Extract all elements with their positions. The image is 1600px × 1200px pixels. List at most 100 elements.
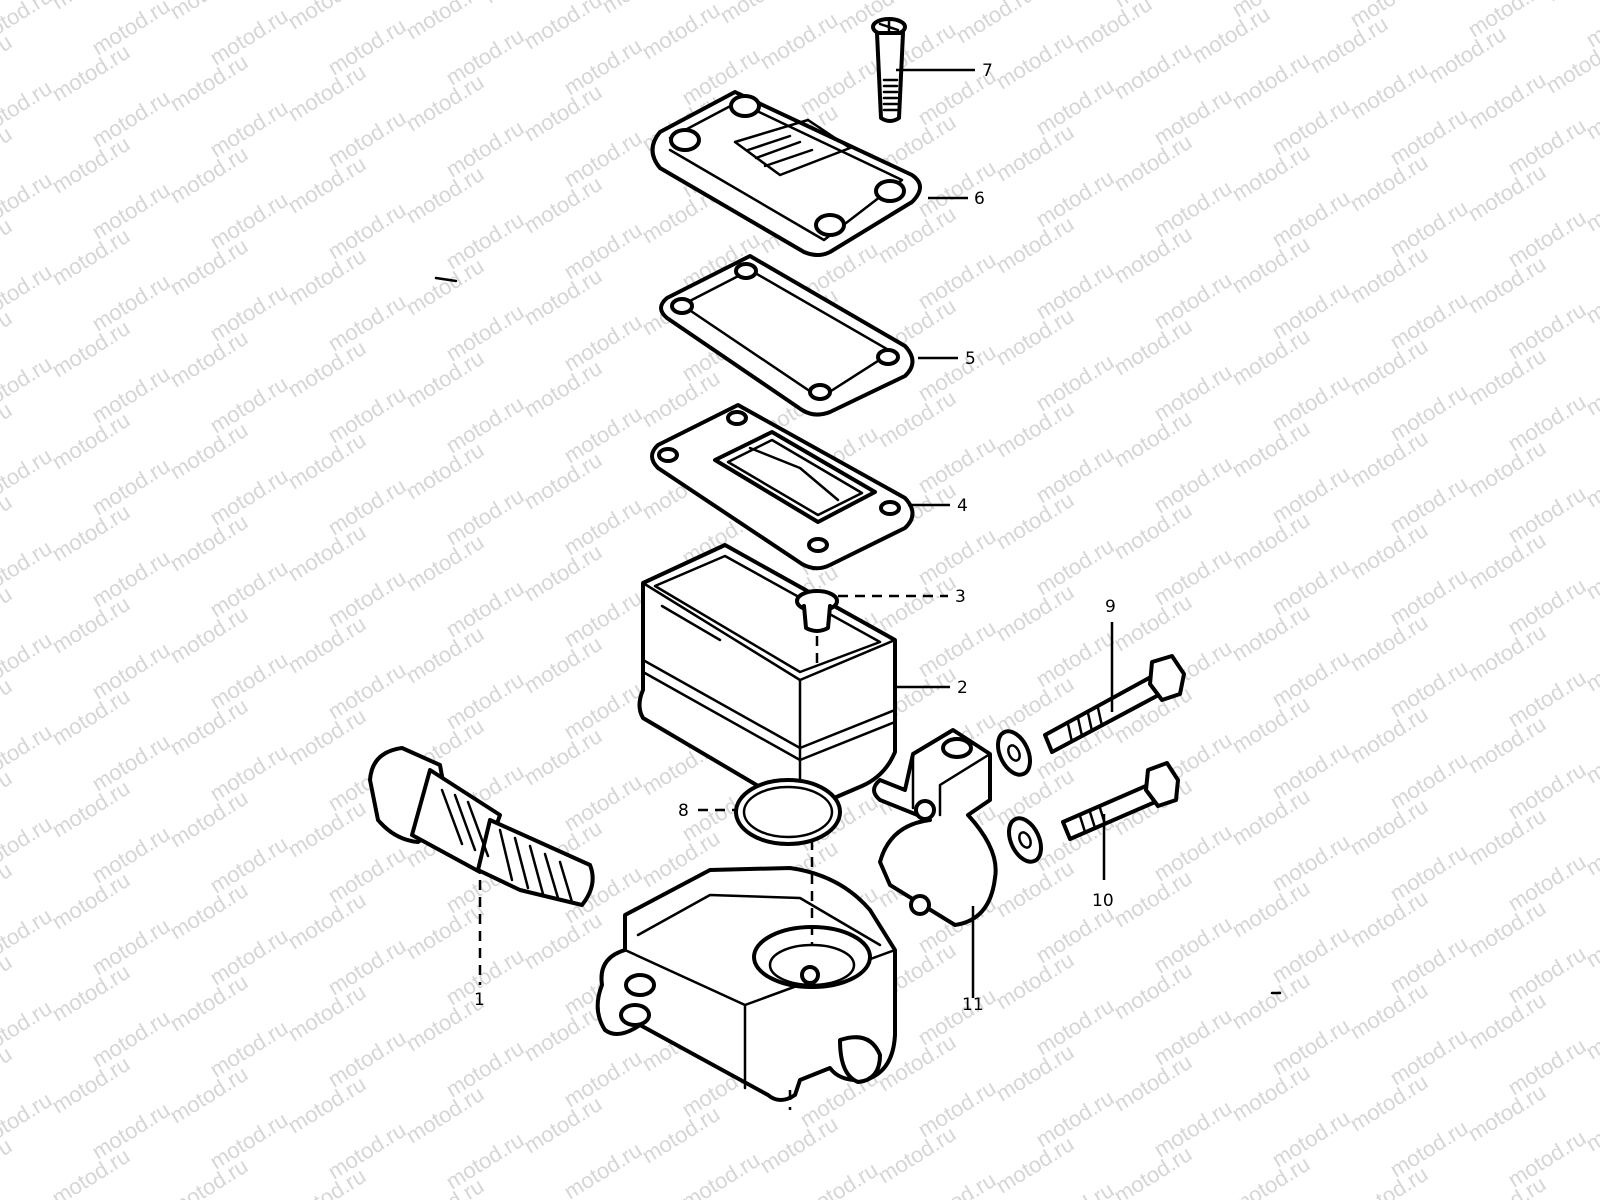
watermark-text: motod.ru xyxy=(1069,0,1156,58)
watermark-text: motod.ru xyxy=(205,555,292,622)
watermark-text: motod.ru xyxy=(283,519,370,586)
watermark-text: motod.ru xyxy=(47,591,134,658)
watermark-text: motod.ru xyxy=(1109,1141,1196,1200)
watermark-text: motod.ru xyxy=(1385,1115,1472,1182)
watermark-text: motod.ru xyxy=(283,151,370,218)
watermark-text: motod.ru xyxy=(1227,875,1314,942)
watermark-text: motod.ru xyxy=(1345,57,1432,124)
watermark-text: motod.ru xyxy=(1345,609,1432,676)
watermark-text: motod.ru xyxy=(913,247,1000,314)
watermark-text: motod.ru xyxy=(1149,1003,1236,1070)
watermark-text: motod.ru xyxy=(1503,941,1590,1008)
watermark-text: motod.ru xyxy=(401,621,488,688)
watermark-text: motod.ru xyxy=(1423,21,1510,88)
watermark-text: motod.ru xyxy=(165,509,252,576)
watermark-text: motod.ru xyxy=(1385,563,1472,630)
watermark-text: motod.ru xyxy=(677,1147,764,1200)
watermark-text: motod.ru xyxy=(1267,277,1354,344)
watermark-text: motod.ru xyxy=(1345,977,1432,1044)
watermark-text: motod.ru xyxy=(47,959,134,1026)
watermark-text: motod.ru xyxy=(1031,901,1118,968)
watermark-text: motod.ru xyxy=(441,667,528,734)
watermark-text: motod.ru xyxy=(913,523,1000,590)
callout-6: 6 xyxy=(974,189,985,209)
watermark-text: motod.ru xyxy=(87,361,174,428)
watermark-text: motod.ru xyxy=(519,631,606,698)
watermark-text: motod.ru xyxy=(1385,655,1472,722)
watermark-text: motod.ru xyxy=(401,1081,488,1148)
watermark-text: motod.ru xyxy=(559,309,646,376)
watermark-text: motod.ru xyxy=(1267,93,1354,160)
watermark-text: motod.ru xyxy=(205,463,292,530)
watermark-text: motod.ru xyxy=(401,897,488,964)
watermark-text: motod.ru xyxy=(559,401,646,468)
watermark-text: motod.ru xyxy=(991,1131,1078,1198)
watermark-text: motod.ru xyxy=(913,1167,1000,1200)
watermark-text: motod.ru xyxy=(1187,1,1274,68)
watermark-text: motod.ru xyxy=(519,79,606,146)
watermark-text: motod.ru xyxy=(1385,1023,1472,1090)
watermark-text: motod.ru xyxy=(87,177,174,244)
callout-4: 4 xyxy=(957,496,968,516)
watermark-text: motod.ru xyxy=(1267,553,1354,620)
watermark-text: motod.ru xyxy=(991,487,1078,554)
watermark-text: motod.ru xyxy=(519,999,606,1066)
watermark-text: motod.ru xyxy=(1227,967,1314,1034)
watermark-text: motod.ru xyxy=(1227,231,1314,298)
watermark-text: motod.ru xyxy=(1109,957,1196,1024)
watermark-text: motod.ru xyxy=(991,395,1078,462)
callout-5: 5 xyxy=(965,349,976,369)
watermark-text: motod.ru xyxy=(559,125,646,192)
watermark-text: motod.ru xyxy=(559,769,646,836)
watermark-text: motod.ru xyxy=(47,315,134,382)
watermark-text: motod.ru xyxy=(1031,257,1118,324)
part-diaphragm-plate xyxy=(650,403,915,571)
watermark-text: motod.ru xyxy=(1227,415,1314,482)
watermark-text: motod.ru xyxy=(47,499,134,566)
watermark-text: motod.ru xyxy=(1109,221,1196,288)
watermark-text: motod.ru xyxy=(165,601,252,668)
watermark-text: motod.ru xyxy=(1227,1059,1314,1126)
watermark-text: motod.ru xyxy=(1385,839,1472,906)
watermark-text: motod.ru xyxy=(1503,665,1590,732)
watermark-text: motod.ru xyxy=(1463,343,1550,410)
watermark-text: motod.ru xyxy=(1031,533,1118,600)
watermark-text: motod.ru xyxy=(1503,205,1590,272)
leader-lines xyxy=(478,68,1114,998)
watermark-text: motod.ru xyxy=(1267,185,1354,252)
watermark-text: motod.ru xyxy=(1227,47,1314,114)
watermark-text: motod.ru xyxy=(1541,0,1600,6)
watermark-text: motod.ru xyxy=(715,0,802,28)
watermark-text: motod.ru xyxy=(87,729,174,796)
watermark-text: motod.ru xyxy=(1385,379,1472,446)
callout-7: 7 xyxy=(982,61,993,81)
watermark-text: motod.ru xyxy=(205,1107,292,1174)
watermark-text: motod.ru xyxy=(1031,349,1118,416)
watermark-text: motod.ru xyxy=(795,1157,882,1200)
watermark-text: motod.ru xyxy=(323,105,410,172)
part-master-cylinder-body xyxy=(595,840,897,1110)
watermark-text: motod.ru xyxy=(441,483,528,550)
watermark-text: motod.ru xyxy=(87,913,174,980)
watermark-text: motod.ru xyxy=(401,0,488,44)
watermark-text: motod.ru xyxy=(0,581,16,648)
watermark-text: motod.ru xyxy=(283,0,370,34)
watermark-text: motod.ru xyxy=(519,447,606,514)
watermark-text: motod.ru xyxy=(283,243,370,310)
watermark-text: motod.ru xyxy=(1503,297,1590,364)
watermark-text: motod.ru xyxy=(1345,425,1432,492)
part-o-ring xyxy=(734,778,842,846)
watermark-text: motod.ru xyxy=(519,723,606,790)
watermark-text: motod.ru xyxy=(519,355,606,422)
watermark-text: motod.ru xyxy=(1109,497,1196,564)
watermark-text: motod.ru xyxy=(1149,451,1236,518)
watermark-text: motod.ru xyxy=(0,1133,16,1200)
watermark-text: motod.ru xyxy=(283,795,370,862)
watermark-text: motod.ru xyxy=(323,381,410,448)
watermark-text: motod.ru xyxy=(1463,67,1550,134)
watermark-text: motod.ru xyxy=(47,1051,134,1118)
part-washer-upper xyxy=(996,729,1032,777)
part-diaphragm xyxy=(659,254,915,417)
watermark-text: motod.ru xyxy=(323,933,410,1000)
part-bolt-lower xyxy=(1061,761,1180,841)
